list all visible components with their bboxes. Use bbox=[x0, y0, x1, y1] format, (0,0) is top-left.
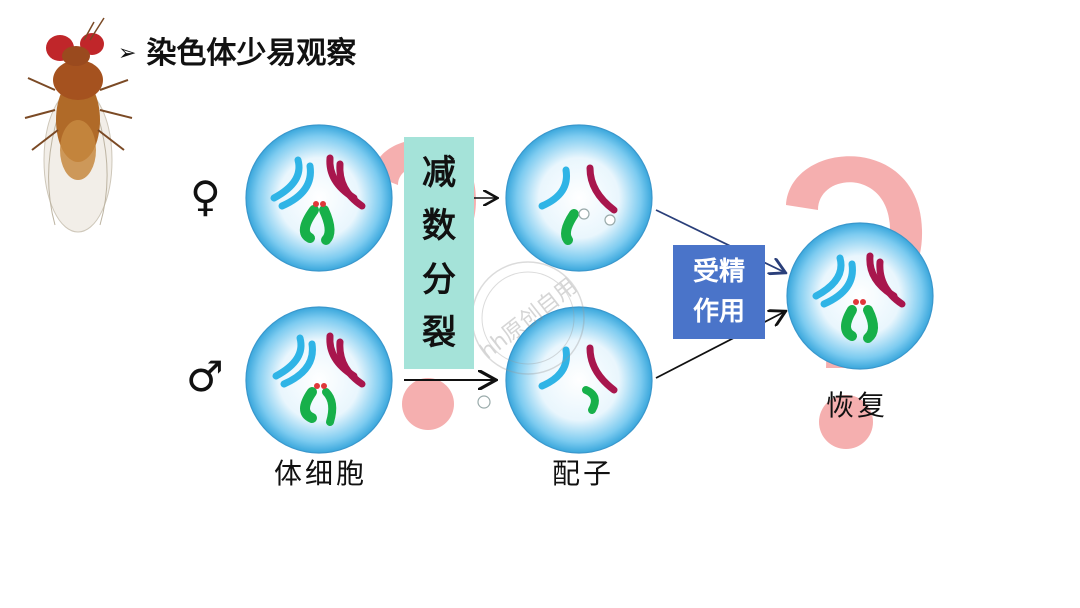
title-text: 染色体少易观察 bbox=[146, 36, 356, 71]
egg-cell bbox=[506, 125, 652, 271]
meiosis-box: 减 数 分 裂 bbox=[404, 137, 474, 369]
meiosis-char: 减 bbox=[422, 156, 456, 190]
fertilization-box: 受精 作用 bbox=[673, 245, 765, 339]
fertilization-line: 作用 bbox=[693, 292, 745, 332]
female-symbol: ♀ bbox=[190, 172, 221, 221]
label-somatic-cell: 体细胞 bbox=[274, 452, 367, 492]
page-title: ➢ 染色体少易观察 bbox=[118, 28, 356, 72]
male-symbol: ♂ bbox=[186, 352, 224, 401]
male-somatic-cell bbox=[246, 307, 392, 453]
female-somatic-cell bbox=[246, 125, 392, 271]
meiosis-char: 分 bbox=[422, 263, 456, 297]
label-restore: 恢复 bbox=[826, 384, 888, 424]
bullet-arrow-icon: ➢ bbox=[118, 41, 136, 66]
zygote-cell bbox=[787, 223, 933, 369]
meiosis-char: 数 bbox=[422, 209, 456, 243]
meiosis-char: 裂 bbox=[422, 316, 456, 350]
fruit-fly-icon bbox=[25, 18, 132, 232]
fertilization-line: 受精 bbox=[693, 252, 745, 292]
label-gamete: 配子 bbox=[552, 452, 614, 492]
